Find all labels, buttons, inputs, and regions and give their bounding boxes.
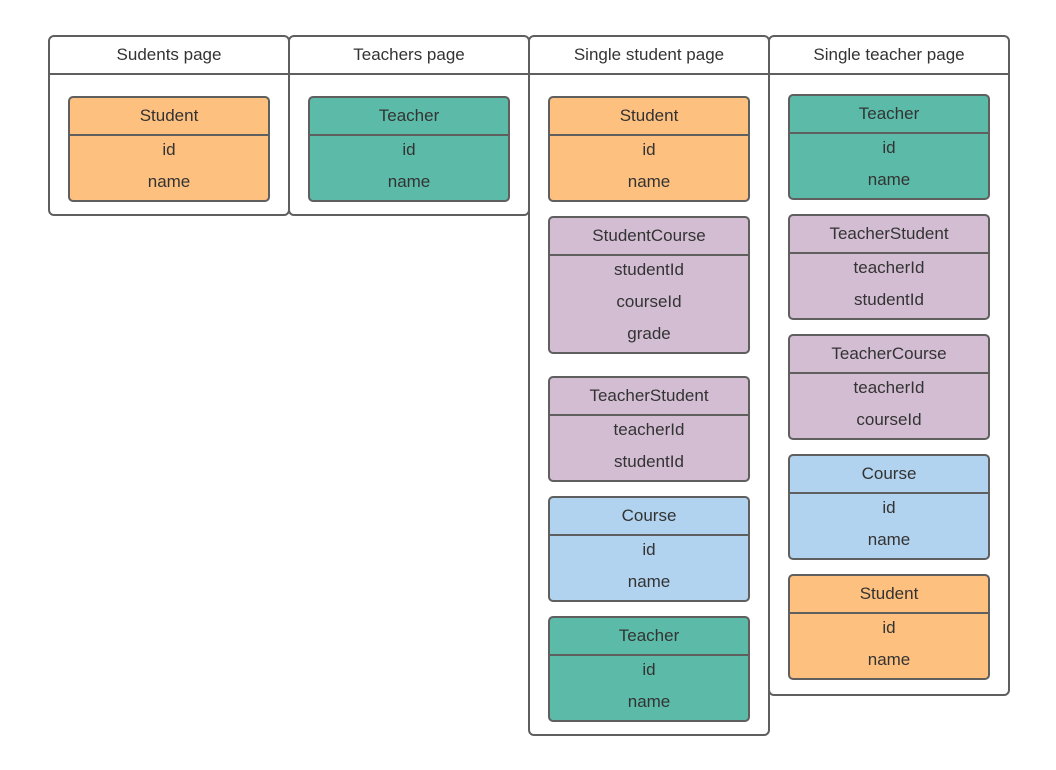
entity-field: name <box>867 170 911 189</box>
entity-fields: id name <box>550 136 748 200</box>
entity-title: Course <box>550 498 748 536</box>
entity-fields: id name <box>790 134 988 198</box>
entity-field: id <box>642 540 656 559</box>
entity-box: TeacherStudent teacherId studentId <box>548 376 750 482</box>
entity-field: name <box>867 650 911 669</box>
entity-title: Student <box>70 98 268 136</box>
entity-field: grade <box>627 324 671 343</box>
entity-fields: teacherId courseId <box>790 374 988 438</box>
entity-field: studentId <box>854 290 924 309</box>
entity-box: TeacherCourse teacherId courseId <box>788 334 990 440</box>
entity-field: id <box>162 140 176 159</box>
entity-field: studentId <box>614 452 684 471</box>
entity-box: Student id name <box>788 574 990 680</box>
entity-fields: id name <box>70 136 268 200</box>
entity-fields: teacherId studentId <box>790 254 988 318</box>
page-title: Sudents page <box>50 37 288 75</box>
entity-fields: studentId courseId grade <box>550 256 748 352</box>
entity-field: courseId <box>856 410 922 429</box>
entity-title: StudentCourse <box>550 218 748 256</box>
entity-fields: id name <box>790 614 988 678</box>
entity-field: id <box>642 660 656 679</box>
page-title: Single teacher page <box>770 37 1008 75</box>
entity-field: id <box>882 618 896 637</box>
entity-field: id <box>402 140 416 159</box>
page-title: Single student page <box>530 37 768 75</box>
entity-box: StudentCourse studentId courseId grade <box>548 216 750 354</box>
entity-field: courseId <box>616 292 682 311</box>
entity-field: teacherId <box>853 378 925 397</box>
entity-fields: id name <box>550 656 748 720</box>
entity-title: Teacher <box>790 96 988 134</box>
entity-title: Student <box>790 576 988 614</box>
entity-box: Course id name <box>788 454 990 560</box>
entity-field: name <box>627 172 671 191</box>
entity-field: id <box>642 140 656 159</box>
entity-title: TeacherStudent <box>550 378 748 416</box>
entity-field: teacherId <box>613 420 685 439</box>
page-title: Teachers page <box>290 37 528 75</box>
entity-field: id <box>882 138 896 157</box>
entity-title: TeacherStudent <box>790 216 988 254</box>
entity-field: name <box>627 692 671 711</box>
entity-field: teacherId <box>853 258 925 277</box>
entity-box: Teacher id name <box>308 96 510 202</box>
entity-box: Course id name <box>548 496 750 602</box>
entity-title: Teacher <box>310 98 508 136</box>
entity-fields: id name <box>790 494 988 558</box>
entity-title: TeacherCourse <box>790 336 988 374</box>
entity-field: name <box>147 172 191 191</box>
entity-fields: id name <box>310 136 508 200</box>
entity-box: Student id name <box>548 96 750 202</box>
entity-field: name <box>387 172 431 191</box>
entity-box: Teacher id name <box>548 616 750 722</box>
entity-title: Student <box>550 98 748 136</box>
entity-fields: id name <box>550 536 748 600</box>
entity-box: Student id name <box>68 96 270 202</box>
entity-field: studentId <box>614 260 684 279</box>
entity-title: Course <box>790 456 988 494</box>
entity-field: name <box>627 572 671 591</box>
entity-box: Teacher id name <box>788 94 990 200</box>
entity-fields: teacherId studentId <box>550 416 748 480</box>
entity-field: name <box>867 530 911 549</box>
entity-field: id <box>882 498 896 517</box>
entity-box: TeacherStudent teacherId studentId <box>788 214 990 320</box>
entity-title: Teacher <box>550 618 748 656</box>
